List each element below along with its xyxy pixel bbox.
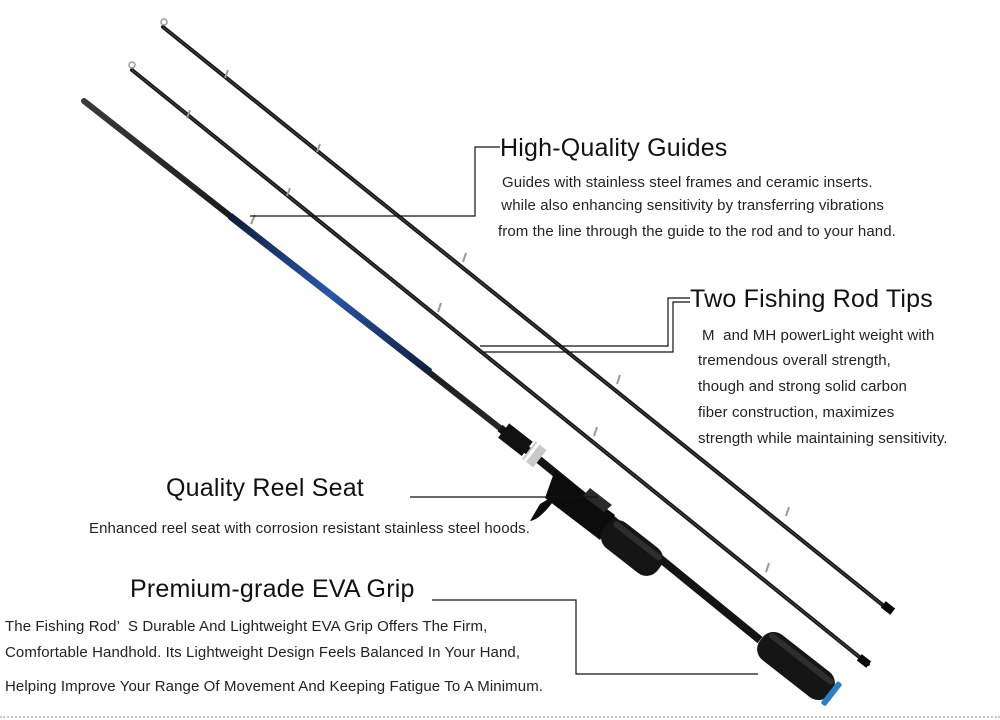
- guides-text-line-2: while also enhancing sensitivity by tran…: [497, 197, 885, 214]
- grip-text-line-2: Comfortable Handhold. Its Lightweight De…: [5, 644, 521, 661]
- grip-text-line-3: Helping Improve Your Range Of Movement A…: [5, 678, 544, 695]
- rod-guide-icons-middle: [186, 109, 770, 573]
- guides-text-line-3: from the line through the guide to the r…: [498, 223, 896, 240]
- tips-text-line-4: fiber construction, maximizes: [698, 404, 895, 421]
- tips-text-line-1: M and MH powerLight weight with: [702, 327, 935, 344]
- callout-tips-line-b: [482, 301, 690, 353]
- guides-text-line-1: Guides with stainless steel frames and c…: [502, 174, 873, 191]
- grip-heading: Premium-grade EVA Grip: [130, 575, 415, 603]
- tips-text-line-2: tremendous overall strength,: [698, 352, 891, 369]
- callout-grip-line: [432, 599, 758, 675]
- callout-guides-line: [250, 146, 500, 217]
- fore-grip: [601, 520, 663, 576]
- reel-seat: [530, 470, 615, 540]
- callout-lines: [250, 146, 758, 675]
- guides-heading: High-Quality Guides: [500, 134, 728, 162]
- rod-tip-upper: [160, 18, 896, 615]
- rod-butt-section: [81, 98, 842, 706]
- reel-seat-text-line-1: Enhanced reel seat with corrosion resist…: [89, 520, 530, 537]
- rear-grip: [757, 631, 842, 706]
- rod-tip-middle: [128, 61, 872, 668]
- bottom-dotted-divider: [0, 716, 1000, 718]
- grip-text-line-1: The Fishing Rod’ S Durable And Lightweig…: [5, 618, 488, 635]
- rod-guide-icons-upper: [224, 69, 790, 517]
- reel-seat-heading: Quality Reel Seat: [166, 474, 364, 502]
- tips-text-line-5: strength while maintaining sensitivity.: [698, 430, 948, 447]
- callout-tips-line-a: [480, 297, 690, 347]
- tips-text-line-3: though and strong solid carbon: [698, 378, 907, 395]
- tips-heading: Two Fishing Rod Tips: [690, 285, 933, 313]
- reel-seat-hood: [498, 423, 547, 468]
